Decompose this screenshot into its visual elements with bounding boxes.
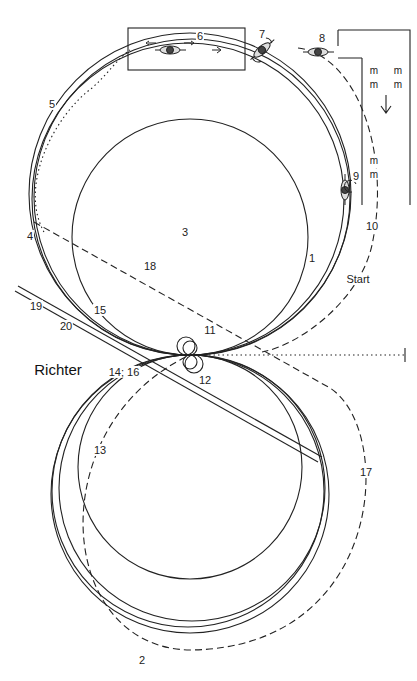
horse-icon: [146, 41, 221, 54]
diagonal-track: [15, 291, 318, 462]
marker-letter: m: [393, 79, 403, 90]
diagonal-track: [18, 286, 322, 457]
lower-outer-circle: [59, 355, 325, 621]
callout-number: 20: [59, 320, 73, 332]
corridor-walls: [338, 30, 410, 205]
callout-number: 11: [203, 324, 216, 336]
callout-number: 14; 16: [108, 366, 141, 378]
callout-number: 3: [181, 226, 189, 238]
callout-number: 18: [143, 260, 157, 272]
callout-number: 8: [318, 32, 326, 44]
callout-number: 6: [196, 30, 204, 42]
marker-letter: m: [369, 155, 379, 166]
upper-inner-circle: [72, 119, 308, 355]
callout-number: 13: [93, 444, 107, 456]
dashed-track: [34, 222, 366, 650]
small-loop: [185, 355, 203, 373]
callout-number: 1: [308, 252, 316, 264]
callout-number: 12: [198, 374, 212, 386]
exercise-box: [128, 28, 245, 70]
horse-icon: [303, 48, 334, 56]
upper-outer-circle: [34, 39, 350, 355]
judge-label: Richter: [33, 362, 83, 379]
start-line: [200, 354, 405, 355]
marker-letter: m: [369, 79, 379, 90]
callout-number: 7: [258, 28, 266, 40]
callout-number: 5: [48, 98, 56, 110]
callout-number: 17: [359, 466, 373, 478]
callout-number: 2: [138, 654, 146, 666]
callout-number: 15: [93, 304, 107, 316]
callout-number: 10: [365, 220, 379, 232]
small-loop: [177, 337, 195, 355]
marker-letter: m: [369, 169, 379, 180]
lower-inner-circle: [78, 355, 302, 579]
dotted-track: [35, 50, 130, 232]
callout-number: 4: [26, 230, 34, 242]
dashed-track: [262, 48, 377, 352]
marker-letter: m: [393, 65, 403, 76]
marker-letter: m: [369, 65, 379, 76]
start-tick: [404, 348, 405, 362]
callout-number: 19: [29, 300, 43, 312]
direction-arrow: [381, 95, 391, 113]
callout-number: 9: [352, 170, 360, 182]
lower-outer-circle: [51, 355, 329, 633]
start-label: Start: [345, 273, 370, 285]
lower-outer-circle: [52, 355, 324, 627]
upper-outer-circle: [29, 33, 351, 355]
